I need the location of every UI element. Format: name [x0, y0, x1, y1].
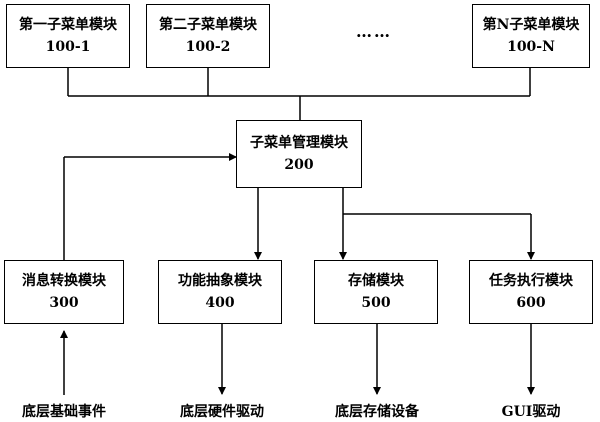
submenu-module-1: 第一子菜单模块 100-1 — [6, 4, 130, 68]
function-abstraction-title: 功能抽象模块 — [178, 273, 262, 289]
ellipsis: …… — [356, 22, 392, 41]
storage-title: 存储模块 — [348, 273, 404, 289]
submenu-manager-code: 200 — [284, 157, 314, 173]
submenu-module-2-code: 100-2 — [185, 39, 231, 55]
submenu-module-2: 第二子菜单模块 100-2 — [146, 4, 270, 68]
label-storage-device: 底层存储设备 — [335, 404, 419, 420]
task-execution-code: 600 — [516, 295, 546, 311]
storage-code: 500 — [361, 295, 391, 311]
submenu-module-n-title: 第N子菜单模块 — [482, 17, 580, 33]
submenu-module-n: 第N子菜单模块 100-N — [472, 4, 590, 68]
message-conversion-code: 300 — [49, 295, 79, 311]
message-conversion-title: 消息转换模块 — [22, 273, 106, 289]
message-conversion-module: 消息转换模块 300 — [4, 260, 124, 324]
submenu-manager-module: 子菜单管理模块 200 — [236, 120, 362, 188]
task-execution-title: 任务执行模块 — [489, 273, 573, 289]
submenu-manager-title: 子菜单管理模块 — [250, 135, 348, 151]
label-gui-driver: GUI驱动 — [501, 404, 561, 420]
submenu-module-1-title: 第一子菜单模块 — [19, 17, 117, 33]
submenu-module-2-title: 第二子菜单模块 — [159, 17, 257, 33]
storage-module: 存储模块 500 — [314, 260, 438, 324]
function-abstraction-module: 功能抽象模块 400 — [158, 260, 282, 324]
label-underlying-events: 底层基础事件 — [22, 404, 106, 420]
submenu-module-1-code: 100-1 — [45, 39, 91, 55]
function-abstraction-code: 400 — [205, 295, 235, 311]
submenu-module-n-code: 100-N — [507, 39, 555, 55]
task-execution-module: 任务执行模块 600 — [469, 260, 593, 324]
label-hardware-driver: 底层硬件驱动 — [180, 404, 264, 420]
